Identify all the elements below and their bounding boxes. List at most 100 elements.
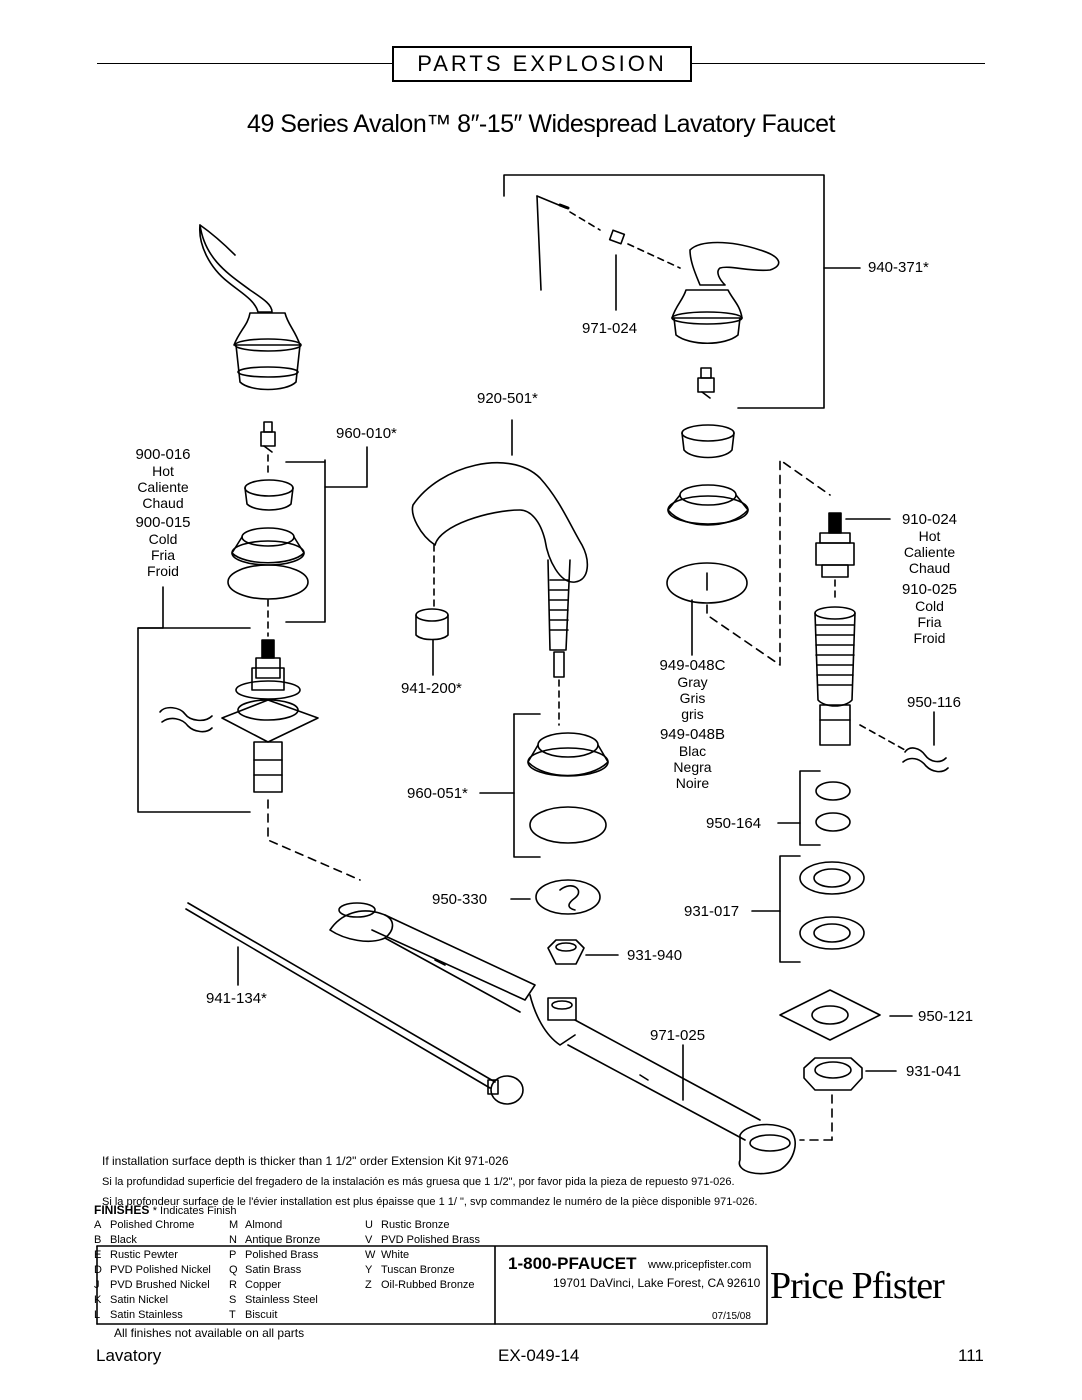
part-number: 900-016 — [135, 446, 191, 463]
finish-code: L — [94, 1309, 101, 1321]
label-931-041: 931-041 — [906, 1063, 962, 1080]
label-941-134: 941-134* — [206, 990, 267, 1007]
valve-bracket — [137, 586, 251, 813]
finish-item: R Copper — [229, 1278, 320, 1293]
finish-name: PVD Brushed Nickel — [110, 1279, 210, 1291]
finish-code: R — [229, 1279, 237, 1291]
spout-washer — [535, 879, 601, 915]
part-number: 949-048B — [659, 726, 726, 743]
finish-name: Almond — [245, 1219, 283, 1231]
waterway — [329, 902, 796, 1175]
part-desc: Blac — [678, 743, 707, 759]
finish-item: M Almond — [229, 1218, 320, 1233]
right-gasket — [666, 562, 748, 604]
finish-name: Biscuit — [245, 1309, 278, 1321]
finishes-title: FINISHES — [94, 1203, 150, 1217]
label-950-116: 950-116 — [907, 694, 961, 711]
banner: PARTS EXPLOSION — [392, 46, 692, 82]
label-941-200: 941-200* — [401, 680, 462, 697]
left-handle-body — [233, 312, 302, 391]
revision-date: 07/15/08 — [712, 1311, 751, 1322]
left-clip — [159, 706, 213, 733]
left-gasket — [227, 564, 309, 600]
spout-escutcheon — [527, 732, 609, 777]
finish-name: White — [381, 1249, 410, 1261]
address: 19701 DaVinci, Lake Forest, CA 92610 — [553, 1276, 761, 1290]
o-ring-bracket — [799, 770, 821, 846]
right-screw — [697, 367, 715, 399]
part-desc: Hot — [918, 528, 941, 544]
part-desc: Caliente — [137, 479, 189, 495]
finish-name: Rustic Pewter — [110, 1249, 178, 1261]
phone-number: 1-800-PFAUCET — [508, 1254, 637, 1273]
brand-logo: Price Pfister — [770, 1265, 945, 1307]
website: www.pricepfister.com — [648, 1259, 752, 1271]
finish-code: V — [365, 1234, 373, 1246]
part-desc: Caliente — [903, 544, 956, 560]
label-950-330: 950-330 — [432, 891, 488, 908]
label-920-501: 920-501* — [477, 390, 538, 407]
part-number: 900-015 — [135, 514, 191, 531]
part-desc: Chaud — [142, 495, 184, 511]
handle-bracket — [503, 174, 825, 409]
finishes-subtitle: * Indicates Finish — [152, 1205, 237, 1217]
footer-page-number: 111 — [958, 1346, 984, 1365]
part-desc: Cold — [915, 598, 944, 614]
part-desc: Hot — [152, 463, 174, 479]
finish-item: L Satin Stainless — [94, 1308, 211, 1323]
right-valve — [815, 512, 855, 578]
washer-bracket — [779, 855, 801, 963]
spout-nut — [547, 939, 585, 965]
part-desc: Froid — [913, 630, 946, 646]
square-gasket — [779, 989, 881, 1041]
right-clip — [902, 747, 949, 773]
extension-sleeve — [814, 606, 856, 746]
finish-code: A — [94, 1219, 102, 1231]
finish-name: Oil-Rubbed Bronze — [381, 1279, 475, 1291]
finish-name: Black — [110, 1234, 137, 1246]
finish-name: Satin Brass — [245, 1264, 302, 1276]
header-rule-left — [97, 63, 392, 64]
finish-item: T Biscuit — [229, 1308, 320, 1323]
finish-code: P — [229, 1249, 237, 1261]
left-adapter-ring — [244, 479, 294, 511]
part-number: 910-024 — [901, 511, 958, 528]
part-desc: gris — [681, 706, 704, 722]
finish-name: Stainless Steel — [245, 1294, 318, 1306]
finish-code: M — [229, 1219, 239, 1231]
finish-name: Polished Chrome — [110, 1219, 195, 1231]
page-title: 49 Series Avalon™ 8″-15″ Widespread Lava… — [247, 110, 835, 138]
header-rule-right — [692, 63, 985, 64]
finish-name: Satin Stainless — [110, 1309, 183, 1321]
finish-name: Copper — [245, 1279, 282, 1291]
label-950-121: 950-121 — [918, 1008, 974, 1025]
left-bracket — [285, 459, 326, 623]
finish-name: Tuscan Bronze — [381, 1264, 455, 1276]
part-number: 949-048C — [659, 657, 726, 674]
finishes-heading: FINISHES * Indicates Finish — [94, 1203, 236, 1217]
note-fraction: 1/2 — [335, 1154, 353, 1168]
finish-code: J — [94, 1279, 100, 1291]
finish-item: A Polished Chrome — [94, 1218, 211, 1233]
label-949-048b: 949-048B Blac Negra Noire — [645, 726, 740, 792]
spout — [411, 462, 589, 678]
note-text: If installation surface depth is thicker… — [102, 1154, 336, 1168]
part-number: 910-025 — [901, 581, 958, 598]
right-escutcheon — [667, 484, 749, 526]
right-adapter-ring — [681, 424, 735, 459]
label-900-016: 900-016 Hot Caliente Chaud — [118, 446, 208, 512]
right-handle — [671, 241, 780, 344]
finish-code: U — [365, 1219, 373, 1231]
o-ring-upper — [815, 781, 851, 801]
allen-wrench — [536, 195, 570, 291]
finish-code: T — [229, 1309, 236, 1321]
label-910-025: 910-025 Cold Fria Froid — [882, 581, 977, 647]
finish-name: PVD Polished Nickel — [110, 1264, 211, 1276]
